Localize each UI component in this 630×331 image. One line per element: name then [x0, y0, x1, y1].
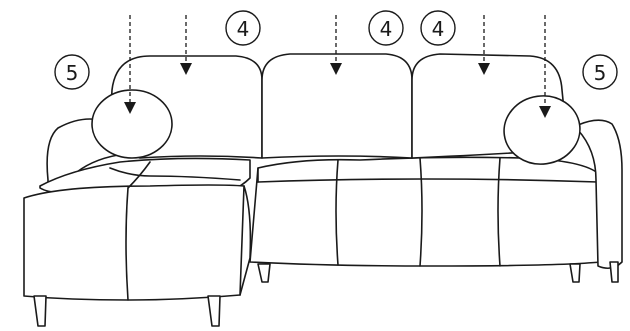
sofa-leg — [569, 263, 581, 283]
callout-label: 5 — [66, 61, 79, 85]
callout-back-cushion-1: 4 — [225, 10, 261, 46]
chaise-section — [23, 157, 252, 327]
sofa-leg — [207, 295, 221, 327]
chaise-front — [23, 184, 245, 301]
callout-label: 4 — [380, 17, 393, 41]
callout-label: 4 — [237, 17, 250, 41]
right-armrest — [577, 119, 623, 283]
arrow-down-icon — [330, 15, 342, 75]
arrow-down-icon — [539, 15, 551, 118]
callout-label: 5 — [594, 61, 607, 85]
sofa-leg — [609, 261, 619, 283]
right-sofa-seat-block — [249, 156, 601, 267]
throw-pillow-right — [503, 95, 581, 165]
right-sofa-section — [249, 156, 601, 283]
callout-label: 4 — [432, 17, 445, 41]
back-cushion-middle — [261, 53, 413, 159]
sofa-leg — [33, 295, 47, 327]
arrow-down-icon — [124, 15, 136, 114]
callout-back-cushion-2: 4 — [368, 10, 404, 46]
sofa-leg — [257, 263, 271, 283]
placement-arrows — [124, 15, 551, 118]
callout-pillow-left: 5 — [54, 54, 90, 90]
arrow-down-icon — [180, 15, 192, 75]
throw-pillow-left — [91, 89, 173, 159]
callout-pillow-right: 5 — [582, 54, 618, 90]
callout-back-cushion-3: 4 — [420, 10, 456, 46]
arrow-down-icon — [478, 15, 490, 75]
